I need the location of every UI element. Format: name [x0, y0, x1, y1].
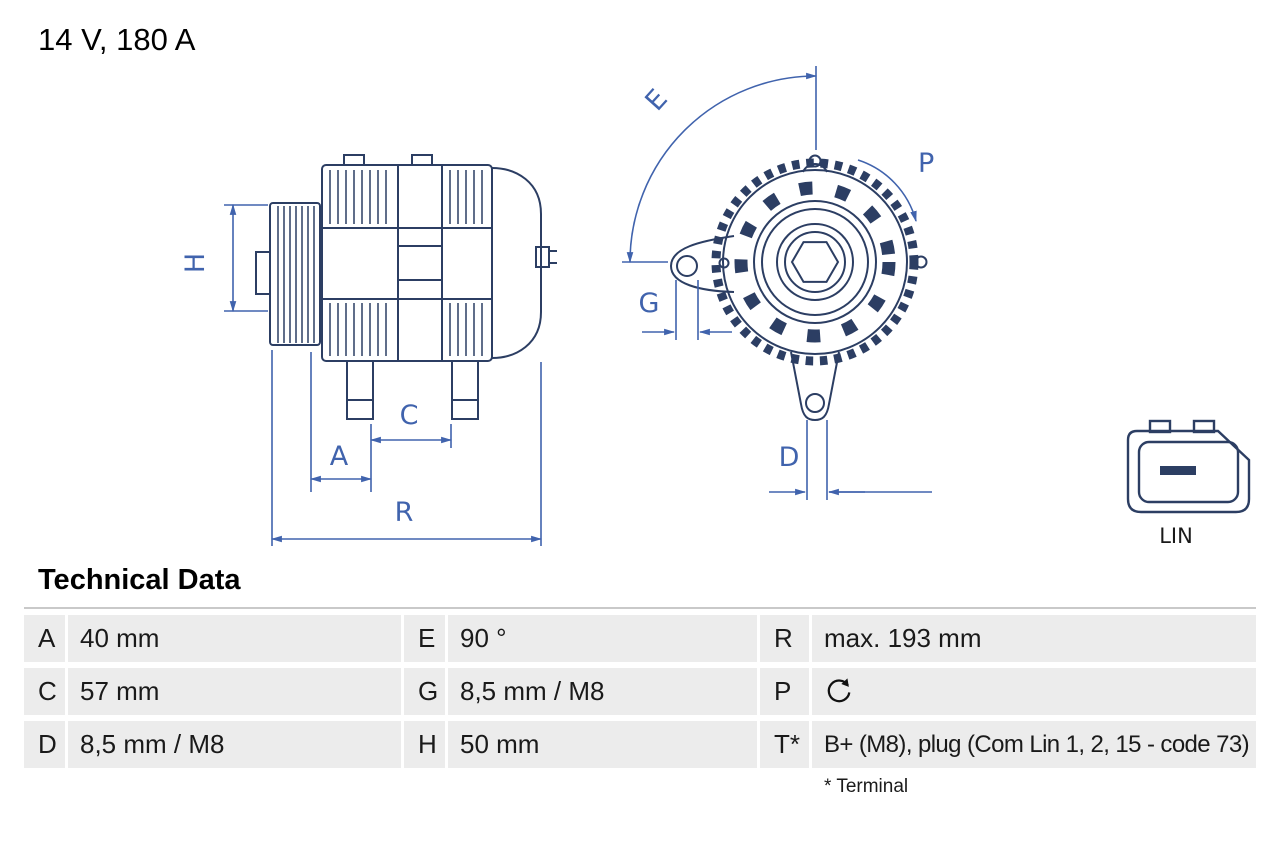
dim-key-R: R — [760, 615, 812, 662]
dimension-label-P: P — [918, 148, 934, 179]
table-row: D 8,5 mm / M8 H 50 mm T* B+ (M8), plug (… — [24, 721, 1256, 768]
terminal-footnote: * Terminal — [824, 776, 909, 797]
dim-key-G: G — [404, 668, 448, 715]
vent-slot-ring — [734, 181, 896, 343]
terminal-threads — [549, 250, 557, 264]
housing-body — [321, 164, 493, 362]
dim-value-T: B+ (M8), plug (Com Lin 1, 2, 15 - code 7… — [812, 721, 1256, 768]
bottom-lug-hole — [805, 393, 825, 413]
front-view-dimensions: E P G D — [622, 66, 934, 500]
mounting-foot — [346, 360, 374, 420]
dimension-label-D: D — [779, 442, 800, 473]
dimension-D: D — [769, 420, 932, 500]
dimension-P: P — [857, 148, 934, 223]
technical-drawing: H A C R — [180, 66, 1251, 548]
connector-drawing: LIN — [1126, 419, 1251, 548]
housing-tab — [411, 154, 433, 166]
dimension-G: G — [639, 280, 732, 340]
counterclockwise-rotation-icon — [827, 677, 851, 702]
cooling-fins — [329, 170, 483, 356]
side-view-drawing — [255, 154, 557, 420]
connector-outline — [1126, 429, 1251, 514]
dimension-label-A: A — [330, 441, 349, 472]
right-ear-hole — [914, 255, 928, 269]
left-arm-hole — [676, 255, 698, 277]
shaft-nut-hexagon — [790, 241, 840, 283]
table-row: C 57 mm G 8,5 mm / M8 P — [24, 668, 1256, 715]
dim-key-E: E — [404, 615, 448, 662]
pulley — [269, 202, 321, 346]
dim-key-D: D — [24, 721, 68, 768]
dimension-label-C: C — [400, 400, 419, 431]
dim-key-C: C — [24, 668, 68, 715]
hub-ring — [776, 223, 854, 301]
housing-tab — [343, 154, 365, 166]
dimension-H: H — [180, 203, 268, 313]
stator-core — [397, 165, 443, 361]
technical-data-heading: Technical Data — [38, 564, 241, 596]
technical-data-section: Technical Data A 40 mm E 90 ° R max. 193… — [0, 564, 1280, 798]
dimension-label-R: R — [395, 497, 414, 528]
dim-key-P: P — [760, 668, 812, 715]
dim-key-A: A — [24, 615, 68, 662]
connector-pin-bar — [1160, 466, 1196, 475]
dim-key-H: H — [404, 721, 448, 768]
dimension-label-G: G — [639, 288, 660, 319]
dimension-C: C — [369, 400, 453, 448]
dimension-label-E: E — [639, 84, 673, 117]
dim-value-P — [812, 668, 1256, 715]
dim-value-R: max. 193 mm — [812, 615, 1256, 662]
stator-ring — [722, 169, 908, 355]
bplus-terminal — [535, 246, 550, 268]
dimension-E: E — [622, 66, 818, 264]
dim-key-T: T* — [760, 721, 812, 768]
dimension-A: A — [309, 352, 373, 492]
stator-teeth-ring — [711, 158, 919, 366]
dimension-R: R — [270, 350, 543, 546]
table-row: A 40 mm E 90 ° R max. 193 mm — [24, 615, 1256, 662]
pulley-grooves — [277, 206, 315, 343]
dimension-label-H: H — [180, 253, 211, 273]
dim-value-C: 57 mm — [68, 668, 404, 715]
rear-cover — [491, 167, 542, 359]
dim-value-H: 50 mm — [448, 721, 760, 768]
rotor-ring — [753, 200, 877, 324]
mounting-foot — [451, 360, 479, 420]
housing-bands — [322, 227, 492, 300]
bottom-mounting-lug — [790, 351, 840, 422]
page-title: 14 V, 180 A — [38, 22, 196, 57]
dim-value-E: 90 ° — [448, 615, 760, 662]
dim-value-D: 8,5 mm / M8 — [68, 721, 404, 768]
hub-ring-inner — [784, 231, 846, 293]
technical-data-table: A 40 mm E 90 ° R max. 193 mm C 57 mm G 8… — [24, 607, 1256, 768]
dim-value-A: 40 mm — [68, 615, 404, 662]
connector-label: LIN — [1159, 524, 1193, 548]
dim-value-G: 8,5 mm / M8 — [448, 668, 760, 715]
side-view-dimensions: H A C R — [180, 203, 543, 546]
connector-inner-outline — [1137, 440, 1240, 504]
shaft-stub — [255, 251, 271, 295]
front-view-drawing — [669, 154, 928, 422]
